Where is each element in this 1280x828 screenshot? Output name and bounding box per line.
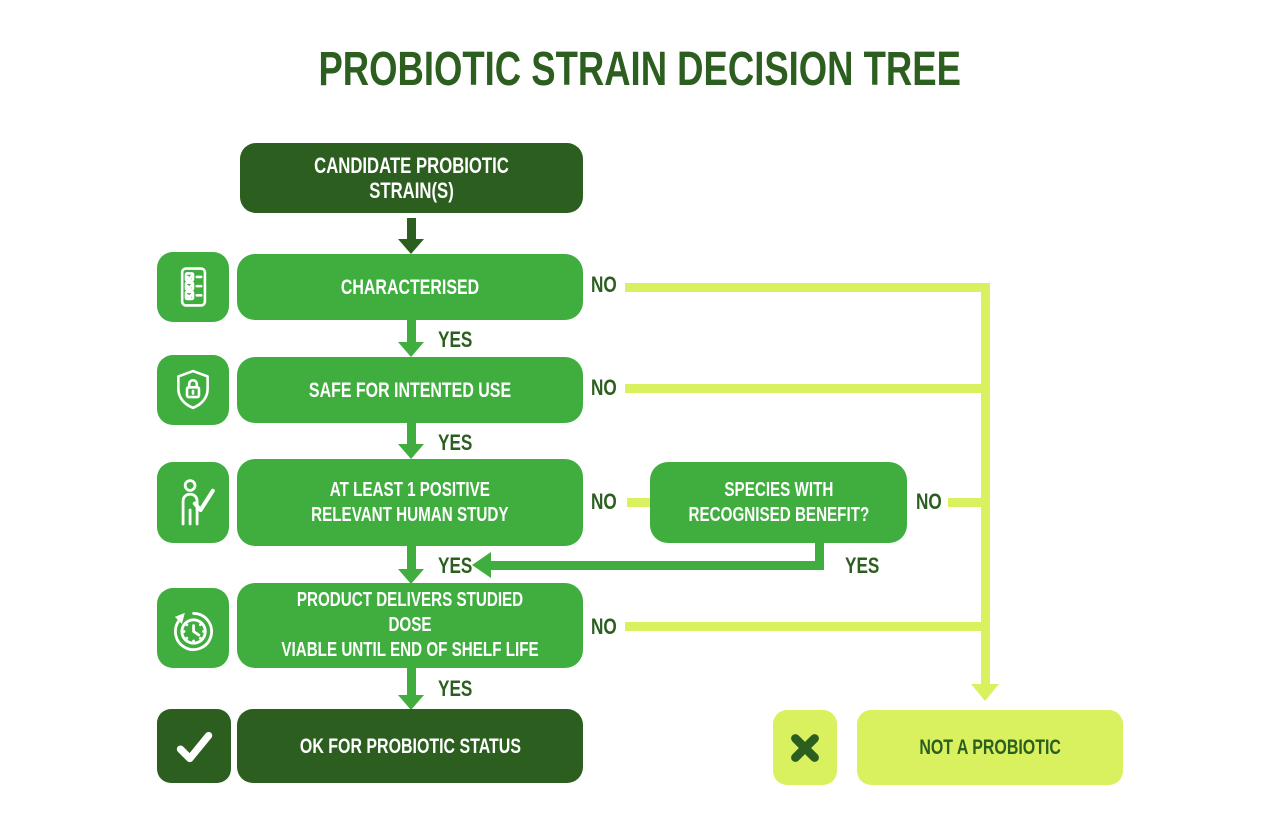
node-not-a-probiotic-label: NOT A PROBIOTIC [919, 736, 1061, 759]
cross-icon [773, 710, 837, 785]
arrowhead-yes-shelf-life [398, 695, 424, 710]
node-species-benefit: SPECIES WITH RECOGNISED BENEFIT? [650, 462, 907, 543]
node-not-a-probiotic: NOT A PROBIOTIC [857, 710, 1123, 785]
node-ok-probiotic-status-label: OK FOR PROBIOTIC STATUS [299, 734, 521, 758]
edge-label-yes-species-benefit: YES [845, 553, 880, 578]
arrowhead-yes-species-merge [472, 552, 491, 578]
person-check-icon [157, 462, 229, 543]
arrowhead-candidate-to-characterised [398, 239, 424, 254]
connector-no-safe-use [625, 384, 990, 393]
connector-no-human-study [627, 498, 650, 507]
connector-no-shelf-life [625, 622, 990, 631]
node-characterised: CHARACTERISED [237, 254, 583, 320]
node-shelf-life-dose-label: PRODUCT DELIVERS STUDIED DOSE VIABLE UNT… [281, 589, 539, 661]
connector-no-species-benefit [948, 498, 990, 507]
check-icon [157, 709, 231, 783]
connector-yes-species-horizontal [490, 561, 824, 570]
arrowhead-not-probiotic [971, 684, 999, 701]
edge-label-no-shelf-life: NO [591, 614, 617, 639]
arrowhead-yes-human-study [398, 569, 424, 584]
node-shelf-life-dose: PRODUCT DELIVERS STUDIED DOSE VIABLE UNT… [237, 583, 583, 668]
arrow-yes-shelf-life [407, 668, 416, 696]
node-characterised-label: CHARACTERISED [340, 275, 480, 299]
edge-label-yes-safe-use: YES [438, 430, 473, 455]
node-safe-for-intented-use: SAFE FOR INTENTED USE [237, 357, 583, 423]
arrow-yes-safe-use [407, 423, 416, 445]
connector-no-characterised [625, 283, 990, 292]
edge-label-yes-shelf-life: YES [438, 676, 473, 701]
node-species-benefit-label: SPECIES WITH RECOGNISED BENEFIT? [688, 478, 869, 526]
page-title: PROBIOTIC STRAIN DECISION TREE [0, 42, 1280, 97]
node-ok-probiotic-status: OK FOR PROBIOTIC STATUS [237, 709, 583, 783]
shield-lock-icon [157, 355, 229, 425]
node-safe-for-intented-use-label: SAFE FOR INTENTED USE [308, 378, 512, 402]
node-human-study: AT LEAST 1 POSITIVE RELEVANT HUMAN STUDY [237, 459, 583, 546]
edge-label-yes-characterised: YES [438, 327, 473, 352]
node-candidate-strains-label: CANDIDATE PROBIOTIC STRAIN(S) [314, 153, 509, 203]
edge-label-no-species-benefit: NO [916, 489, 942, 514]
edge-label-no-characterised: NO [591, 272, 617, 297]
page-title-text: PROBIOTIC STRAIN DECISION TREE [318, 43, 962, 96]
arrow-yes-human-study [407, 546, 416, 570]
edge-label-yes-human-study: YES [438, 553, 473, 578]
arrow-yes-characterised [407, 320, 416, 343]
arrow-candidate-to-characterised [407, 218, 416, 240]
arrowhead-yes-safe-use [398, 444, 424, 459]
arrowhead-yes-characterised [398, 342, 424, 357]
clock-history-icon [157, 588, 229, 668]
edge-label-no-safe-use: NO [591, 375, 617, 400]
checklist-icon [157, 252, 229, 322]
connector-no-trunk [981, 283, 990, 685]
connector-yes-species-riser [815, 543, 824, 570]
node-human-study-label: AT LEAST 1 POSITIVE RELEVANT HUMAN STUDY [311, 478, 509, 526]
node-candidate-strains: CANDIDATE PROBIOTIC STRAIN(S) [240, 143, 583, 213]
edge-label-no-human-study: NO [591, 489, 617, 514]
